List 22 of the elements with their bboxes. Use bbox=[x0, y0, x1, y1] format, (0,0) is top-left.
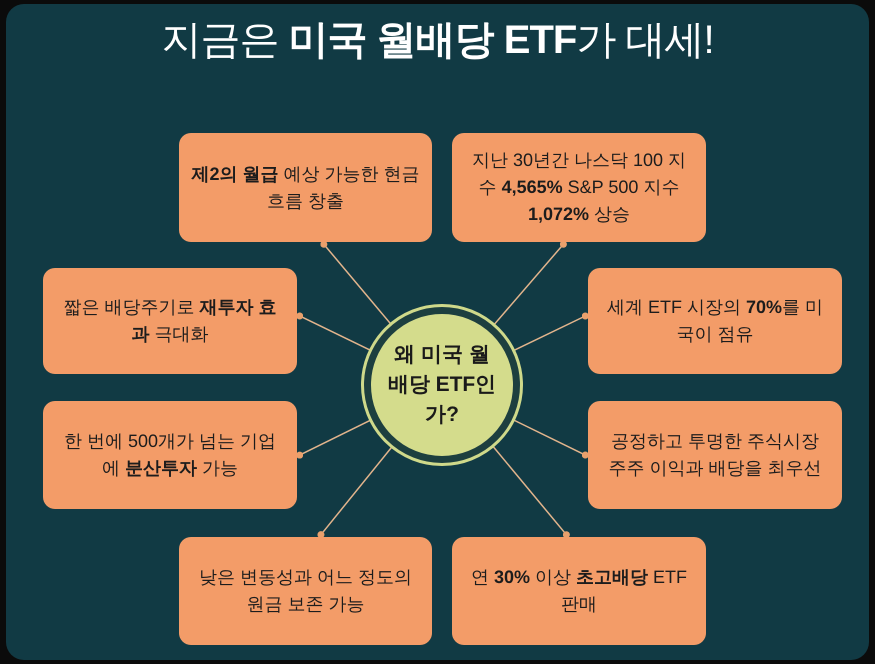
connector-line bbox=[317, 445, 394, 538]
card-text: 연 30% 이상 초고배당 ETF 판매 bbox=[470, 566, 688, 616]
info-card bbox=[43, 268, 297, 374]
info-card bbox=[588, 268, 842, 374]
connector-line bbox=[492, 240, 567, 326]
connector-line bbox=[491, 444, 570, 538]
title: 지금은 미국 월배당 ETF가 대세! bbox=[160, 17, 715, 64]
info-card bbox=[452, 133, 706, 242]
info-card bbox=[588, 401, 842, 509]
card-text: 낮은 변동성과 어느 정도의 원금 보존 가능 bbox=[198, 566, 413, 616]
card-text: 공정하고 투명한 주식시장 주주 이익과 배당을 최우선 bbox=[607, 430, 822, 480]
card-text: 한 번에 500개가 넘는 기업에 분산투자 가능 bbox=[62, 430, 278, 480]
card-text: 짧은 배당주기로 재투자 효과 극대화 bbox=[62, 296, 278, 346]
info-card bbox=[179, 537, 432, 645]
card-text: 세계 ETF 시장의 70%를 미국이 점유 bbox=[606, 296, 824, 346]
info-card bbox=[179, 133, 432, 242]
connector-line bbox=[320, 240, 392, 326]
info-card bbox=[43, 401, 297, 509]
center-text: 왜 미국 월배당 ETF인가? bbox=[386, 342, 498, 428]
info-card bbox=[452, 537, 706, 645]
card-text: 제2의 월급 예상 가능한 현금흐름 창출 bbox=[191, 162, 420, 212]
card-text: 지난 30년간 나스닥 100 지수 4,565% S&P 500 지수 1,072% 상승 bbox=[470, 149, 688, 226]
